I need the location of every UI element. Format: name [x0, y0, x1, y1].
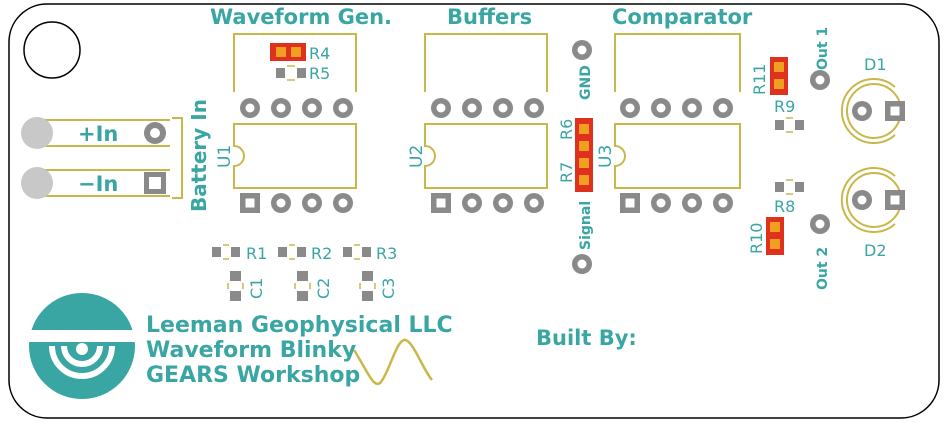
geophysical-wave-logo-icon: [24, 293, 140, 399]
triangle-wave-icon: [352, 338, 433, 386]
company-name: Leeman Geophysical LLC: [146, 313, 453, 338]
r10-ref: R10: [747, 223, 766, 254]
resistor-r4: [270, 43, 306, 61]
r2-ref: R2: [311, 244, 332, 263]
resistor-r5: [276, 65, 306, 81]
capacitor-c3: [359, 271, 376, 301]
gnd-test-point[interactable]: [572, 40, 592, 60]
led-d2: [840, 167, 905, 233]
d2-ref: D2: [864, 241, 887, 260]
led-d1: [840, 78, 905, 144]
capacitor-c2: [294, 271, 311, 301]
plus-in-label: +In: [78, 122, 118, 146]
r5-ref: R5: [309, 64, 330, 83]
resistor-r8: [775, 179, 804, 195]
socket-top-pins-u2: [431, 98, 544, 118]
battery-bracket: [172, 117, 183, 199]
resistor-r10: [766, 217, 784, 255]
socket-bottom-pins-u1: [240, 193, 353, 213]
out1-label: Out 1: [815, 27, 831, 70]
product-name: Waveform Blinky: [146, 338, 356, 363]
c2-ref: C2: [314, 278, 333, 299]
c1-ref: C1: [247, 278, 266, 299]
signal-label: Signal: [578, 201, 594, 250]
r3-ref: R3: [376, 244, 397, 263]
u3-ref: U3: [596, 145, 616, 168]
u1-ref: U1: [215, 145, 235, 168]
built-by-label: Built By:: [536, 326, 637, 350]
r4-ref: R4: [309, 44, 330, 63]
r1-ref: R1: [246, 244, 267, 263]
signal-test-point[interactable]: [572, 254, 592, 274]
socket-bottom-pins-u3: [620, 193, 733, 213]
minus-in-label: −In: [78, 172, 118, 196]
gnd-label: GND: [578, 65, 594, 100]
capacitor-c1: [227, 271, 244, 301]
out2-label: Out 2: [815, 247, 831, 290]
socket-top-pins-u3: [620, 98, 733, 118]
resistor-r6-r7: [575, 118, 593, 192]
resistor-r3: [343, 244, 371, 260]
chip-u2: U2: [407, 33, 548, 213]
chip-u1: U1: [215, 33, 357, 213]
resistor-r11: [770, 57, 788, 95]
r6-ref: R6: [557, 119, 576, 140]
r9-ref: R9: [774, 97, 795, 116]
resistor-r2: [278, 244, 306, 260]
out2-test-point[interactable]: [810, 214, 830, 234]
buffers-title: Buffers: [447, 5, 532, 29]
comparator-title: Comparator: [612, 5, 753, 29]
resistor-r9: [775, 117, 804, 133]
r7-ref: R7: [557, 162, 576, 183]
battery-in-label: Battery In: [187, 99, 211, 212]
r11-ref: R11: [750, 64, 769, 95]
socket-bottom-pins-u2: [431, 193, 544, 213]
minus-in-terminal[interactable]: −In: [21, 167, 170, 199]
resistor-r1: [212, 244, 240, 260]
workshop-name: GEARS Workshop: [146, 363, 360, 388]
waveform-gen-title: Waveform Gen.: [210, 5, 392, 29]
plus-in-terminal[interactable]: +In: [21, 117, 170, 149]
out1-test-point[interactable]: [810, 70, 830, 90]
mounting-hole-icon: [23, 21, 81, 79]
d1-ref: D1: [864, 55, 887, 74]
c3-ref: C3: [379, 278, 398, 299]
chip-u3: U3: [596, 33, 741, 213]
r8-ref: R8: [774, 197, 795, 216]
socket-top-pins-u1: [240, 98, 353, 118]
u2-ref: U2: [407, 145, 427, 168]
